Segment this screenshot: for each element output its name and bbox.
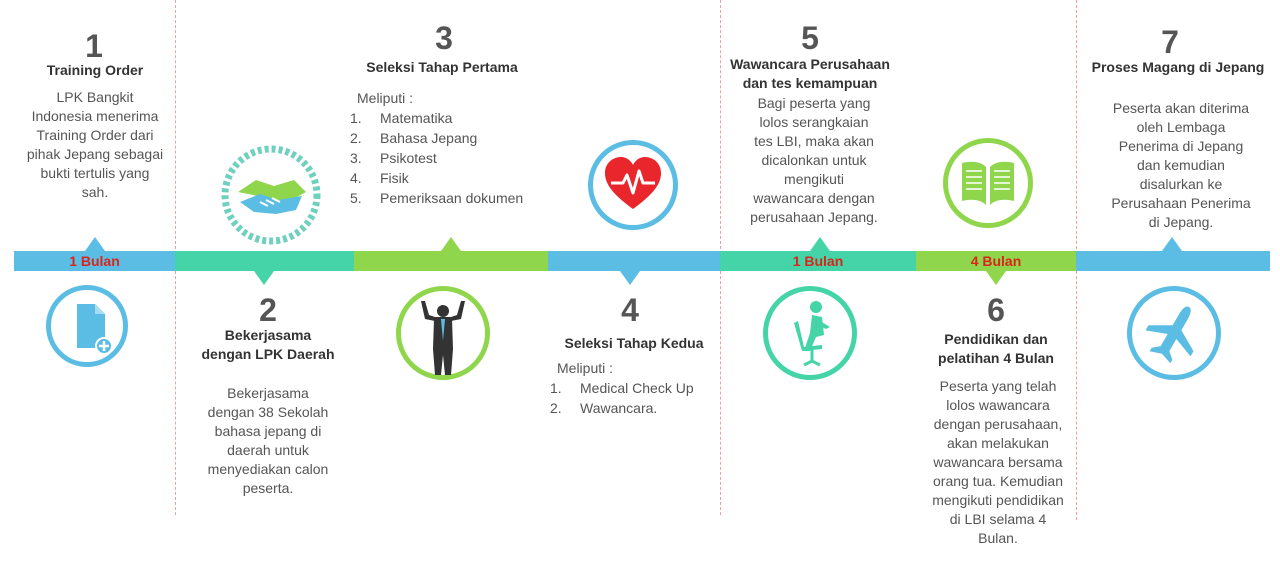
pointer-4 — [620, 271, 640, 285]
pointer-7 — [1162, 237, 1182, 251]
timeline-band-7 — [1076, 251, 1270, 271]
pointer-2 — [254, 271, 274, 285]
step-6-number: 6 — [987, 292, 1005, 328]
step-4-icon-circle — [588, 140, 678, 230]
airplane-icon — [1145, 306, 1194, 364]
step-3-item: 5.Pemeriksaan dokumen — [350, 190, 524, 206]
step-5-title: Wawancara Perusahaan dan tes kemampuan — [730, 56, 890, 91]
step-3-number: 3 — [435, 20, 453, 56]
step-2-icon-circle — [216, 140, 326, 250]
pointer-6 — [986, 271, 1006, 285]
pointer-3 — [441, 237, 461, 251]
duration-label-1: 1 Bulan — [69, 253, 120, 269]
pointer-1 — [85, 237, 105, 251]
step-3-item: 2.Bahasa Jepang — [350, 130, 478, 146]
document-add-icon — [77, 304, 113, 355]
step-2-description: Bekerjasama dengan 38 Sekolah bahasa jep… — [207, 385, 329, 496]
step-3-item: 1.Matematika — [350, 110, 453, 126]
step-3-title: Seleksi Tahap Pertama — [366, 59, 518, 75]
step-5-description: Bagi peserta yang lolos serangkaian tes … — [750, 95, 878, 225]
pointer-5 — [810, 237, 830, 251]
timeline-band-1 — [14, 251, 175, 271]
timeline-band-6 — [916, 251, 1076, 271]
strong-man-icon — [421, 301, 465, 375]
handshake-icon — [221, 145, 321, 245]
step-6-icon-circle — [943, 138, 1033, 228]
step-2-title: Bekerjasama dengan LPK Daerah — [201, 327, 335, 362]
step-7-icon-circle — [1127, 286, 1221, 380]
step-2-number: 2 — [259, 292, 277, 328]
step-6-title: Pendidikan dan pelatihan 4 Bulan — [938, 331, 1054, 366]
timeline-band-5 — [720, 251, 916, 271]
step-3-icon-circle — [396, 286, 490, 380]
interview-chair-icon — [794, 301, 830, 367]
heartbeat-icon — [605, 157, 661, 209]
step-4-item: 1.Medical Check Up — [550, 380, 694, 396]
step-1-number: 1 — [85, 28, 103, 64]
step-4-intro: Meliputi : — [557, 360, 614, 376]
step-4-title: Seleksi Tahap Kedua — [564, 335, 704, 351]
step-7-number: 7 — [1161, 24, 1179, 60]
step-1-icon-circle — [46, 285, 128, 367]
step-7-description: Peserta akan diterima oleh Lembaga Pener… — [1111, 100, 1251, 230]
step-3-item: 3.Psikotest — [350, 150, 437, 166]
duration-label-2: 1 Bulan — [792, 253, 844, 269]
timeline-band-2 — [175, 251, 354, 271]
book-icon — [962, 161, 1014, 205]
step-4-number: 4 — [621, 292, 639, 328]
duration-label-3: 4 Bulan — [970, 253, 1022, 269]
timeline-band-3 — [354, 251, 548, 271]
step-4-list: Meliputi : 1.Medical Check Up 2.Wawancar… — [550, 358, 720, 418]
step-7-title: Proses Magang di Jepang — [1091, 59, 1265, 75]
step-5-number: 5 — [801, 20, 819, 56]
step-6-description: Peserta yang telah lolos wawancara denga… — [932, 378, 1064, 546]
step-3-intro: Meliputi : — [357, 90, 414, 106]
step-1-description: LPK Bangkit Indonesia menerima Training … — [26, 89, 164, 200]
step-3-item: 4.Fisik — [350, 170, 409, 186]
step-4-item: 2.Wawancara. — [550, 400, 658, 416]
step-1-title: Training Order — [46, 62, 144, 78]
timeline-band-4 — [548, 251, 720, 271]
step-5-icon-circle — [763, 286, 857, 380]
step-3-list: Meliputi : 1.Matematika 2.Bahasa Jepang … — [350, 88, 550, 208]
